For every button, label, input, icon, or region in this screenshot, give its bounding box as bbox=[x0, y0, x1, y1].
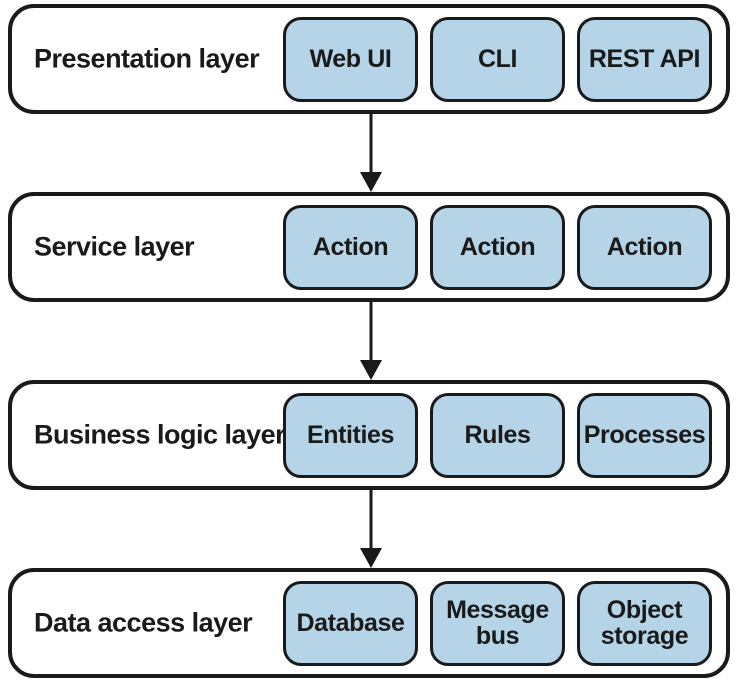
layer-boxes: Action Action Action bbox=[283, 196, 712, 298]
component-box-label: Message bus bbox=[446, 595, 549, 650]
box-action: Action bbox=[430, 204, 565, 290]
component-box-label: Action bbox=[312, 232, 389, 261]
layer-boxes: Database Message bus Object storage bbox=[283, 572, 712, 674]
component-box-label: REST API bbox=[588, 44, 701, 73]
component-box-label: Action bbox=[459, 232, 536, 261]
flow-arrow-down bbox=[359, 114, 383, 192]
arrow-down-icon bbox=[360, 172, 382, 192]
box-cli: CLI bbox=[430, 16, 565, 102]
layer-service-layer: Service layer Action Action Action bbox=[8, 192, 730, 302]
component-box-label: Object storage bbox=[600, 595, 689, 650]
box-database: Database bbox=[283, 580, 418, 666]
layer-label: Business logic layer bbox=[34, 419, 286, 450]
layer-label: Data access layer bbox=[34, 607, 253, 638]
box-action: Action bbox=[577, 204, 712, 290]
arrow-down-icon bbox=[360, 360, 382, 380]
box-rest-api: REST API bbox=[577, 16, 712, 102]
component-box-label: Web UI bbox=[309, 44, 392, 73]
arrow-line bbox=[369, 114, 373, 172]
box-entities: Entities bbox=[283, 392, 418, 478]
component-box-label: Action bbox=[606, 232, 683, 261]
arrow-line bbox=[369, 490, 373, 548]
component-box-label: CLI bbox=[477, 44, 518, 73]
box-action: Action bbox=[283, 204, 418, 290]
flow-arrow-down bbox=[359, 490, 383, 568]
component-box-label: Processes bbox=[583, 420, 706, 449]
component-box-label: Entities bbox=[306, 420, 395, 449]
box-processes: Processes bbox=[577, 392, 712, 478]
layer-boxes: Entities Rules Processes bbox=[283, 384, 712, 486]
box-message-bus: Message bus bbox=[430, 580, 565, 666]
layer-boxes: Web UI CLI REST API bbox=[283, 8, 712, 110]
layer-label: Service layer bbox=[34, 231, 195, 262]
arrow-down-icon bbox=[360, 548, 382, 568]
component-box-label: Database bbox=[296, 608, 405, 637]
layer-data-access-layer: Data access layer Database Message bus O… bbox=[8, 568, 730, 678]
box-rules: Rules bbox=[430, 392, 565, 478]
box-web-ui: Web UI bbox=[283, 16, 418, 102]
layer-business-logic-layer: Business logic layer Entities Rules Proc… bbox=[8, 380, 730, 490]
flow-arrow-down bbox=[359, 302, 383, 380]
box-object-storage: Object storage bbox=[577, 580, 712, 666]
layer-presentation-layer: Presentation layer Web UI CLI REST API bbox=[8, 4, 730, 114]
component-box-label: Rules bbox=[464, 420, 531, 449]
arrow-line bbox=[369, 302, 373, 360]
layer-label: Presentation layer bbox=[34, 43, 260, 74]
